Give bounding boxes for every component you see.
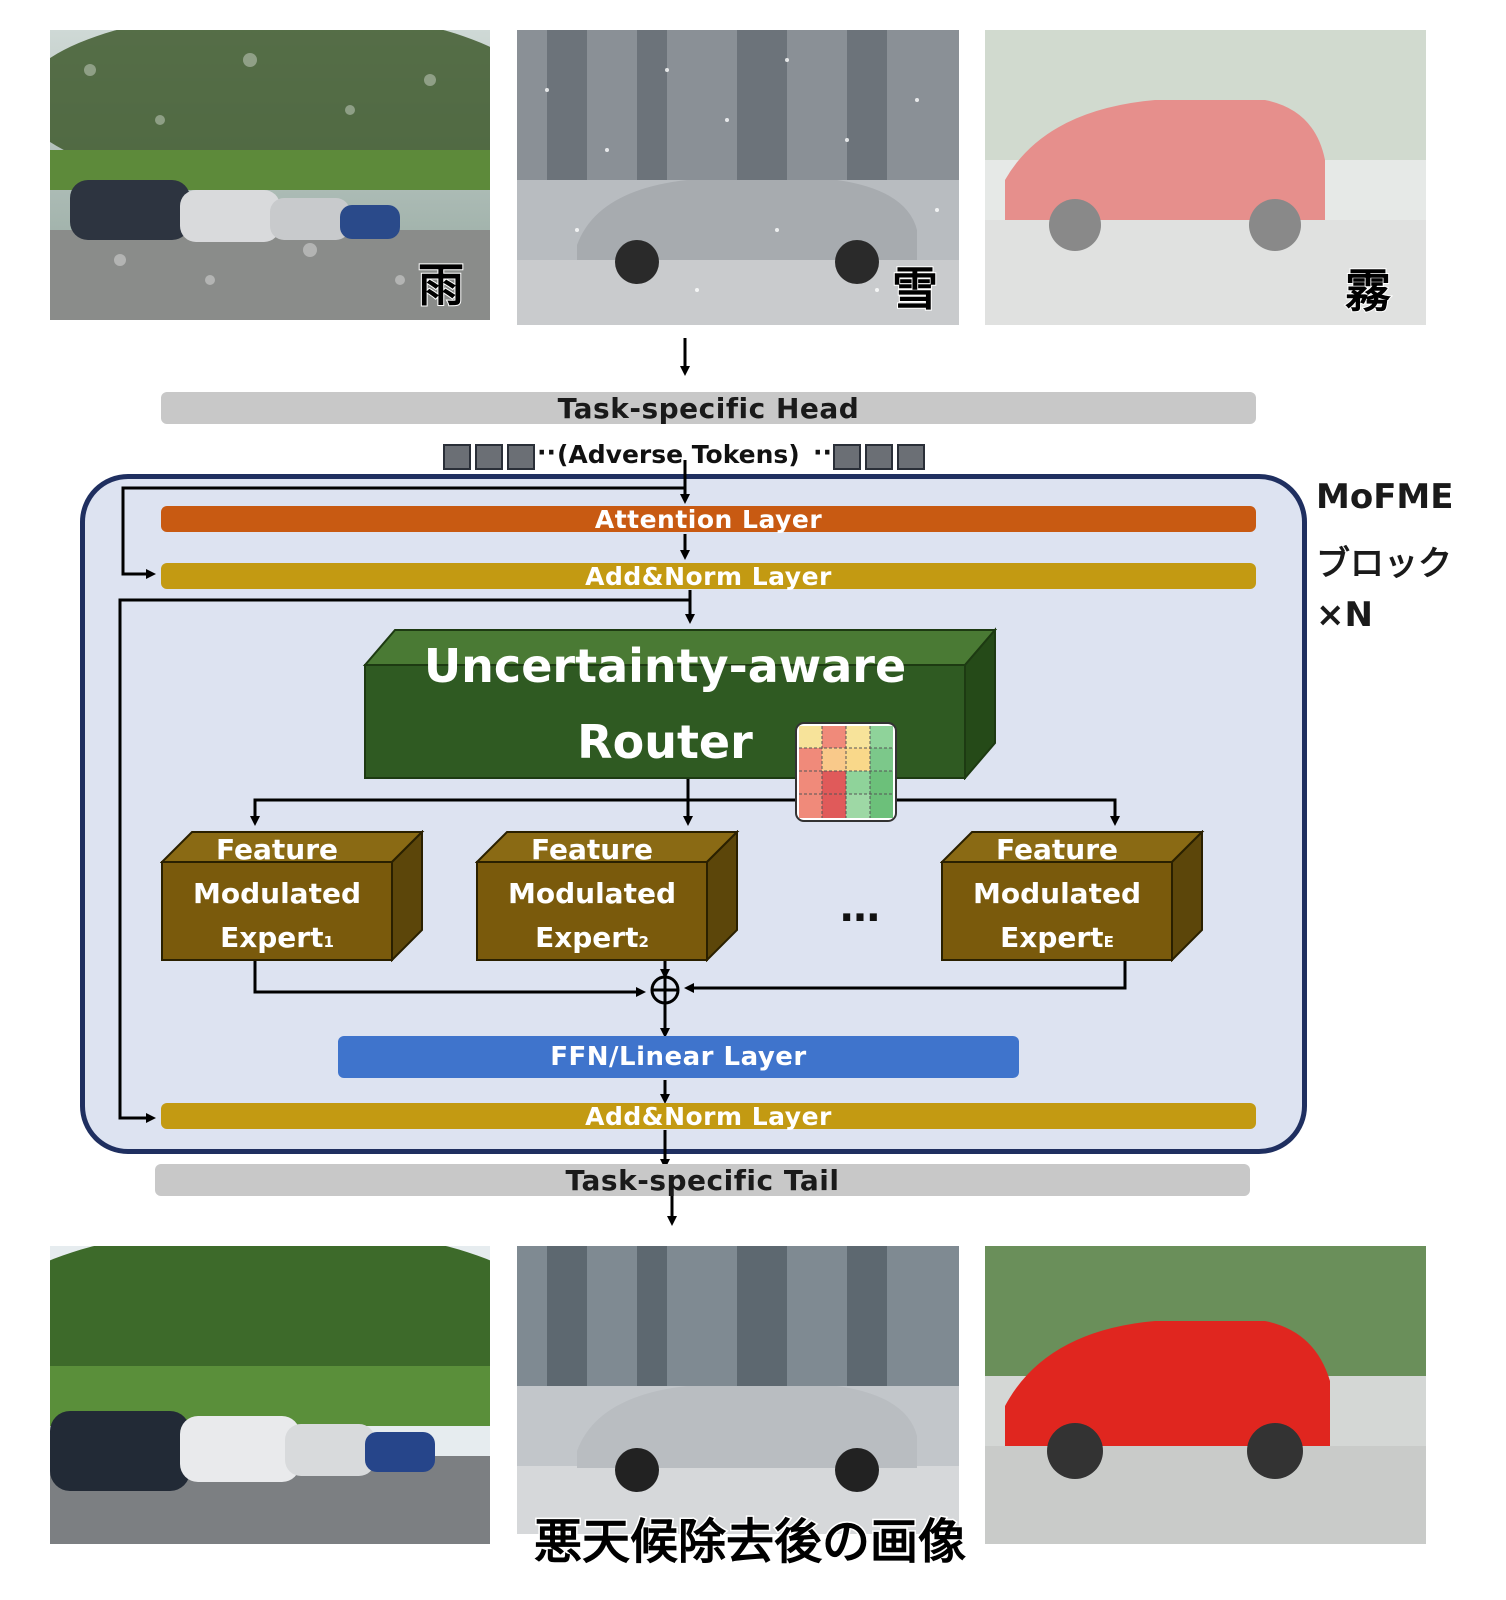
adverse-tokens-dots-left: ··	[537, 438, 556, 467]
expert-e-label: Feature Modulated ExpertE	[973, 833, 1141, 954]
token-square	[897, 444, 925, 470]
routing-matrix-icon	[795, 722, 897, 822]
token-square	[865, 444, 893, 470]
task-specific-head: Task-specific Head	[161, 392, 1256, 425]
add-norm-layer-2: Add&Norm Layer	[161, 1102, 1256, 1131]
restored-snow-image	[517, 1246, 959, 1534]
router-label-line2: Router	[577, 715, 753, 769]
token-square	[507, 444, 535, 470]
fog-label: 霧	[1344, 264, 1392, 318]
experts-ellipsis: …	[840, 885, 880, 931]
ffn-linear-layer: FFN/Linear Layer	[338, 1036, 1019, 1078]
token-square	[475, 444, 503, 470]
restored-rain-image	[50, 1246, 490, 1544]
expert-box-e	[940, 830, 1205, 962]
restored-fog-image	[985, 1246, 1426, 1544]
snow-label: 雪	[891, 262, 939, 316]
fog-input-image	[985, 30, 1426, 325]
token-square	[443, 444, 471, 470]
router-label-line1: Uncertainty-aware	[423, 639, 907, 693]
expert-2-label: Feature Modulated Expert2	[508, 833, 676, 954]
adverse-tokens-dots-right: ··	[813, 438, 832, 467]
adverse-tokens-label: (Adverse Tokens)	[557, 440, 800, 469]
output-caption: 悪天候除去後の画像	[532, 1514, 967, 1570]
token-square	[833, 444, 861, 470]
expert-box-2	[475, 830, 740, 962]
snow-input-image	[517, 30, 959, 325]
block-label-type: ブロック	[1316, 544, 1452, 584]
expert-1-label: Feature Modulated Expert1	[193, 833, 361, 954]
add-norm-layer-1: Add&Norm Layer	[161, 562, 1256, 591]
expert-box-1	[160, 830, 425, 962]
rain-input-image	[50, 30, 490, 320]
block-label-name: MoFME	[1316, 477, 1454, 517]
block-label-repeat: ×N	[1316, 595, 1373, 635]
rain-label: 雨	[417, 258, 465, 312]
attention-layer: Attention Layer	[161, 505, 1256, 534]
task-specific-tail: Task-specific Tail	[155, 1164, 1250, 1197]
